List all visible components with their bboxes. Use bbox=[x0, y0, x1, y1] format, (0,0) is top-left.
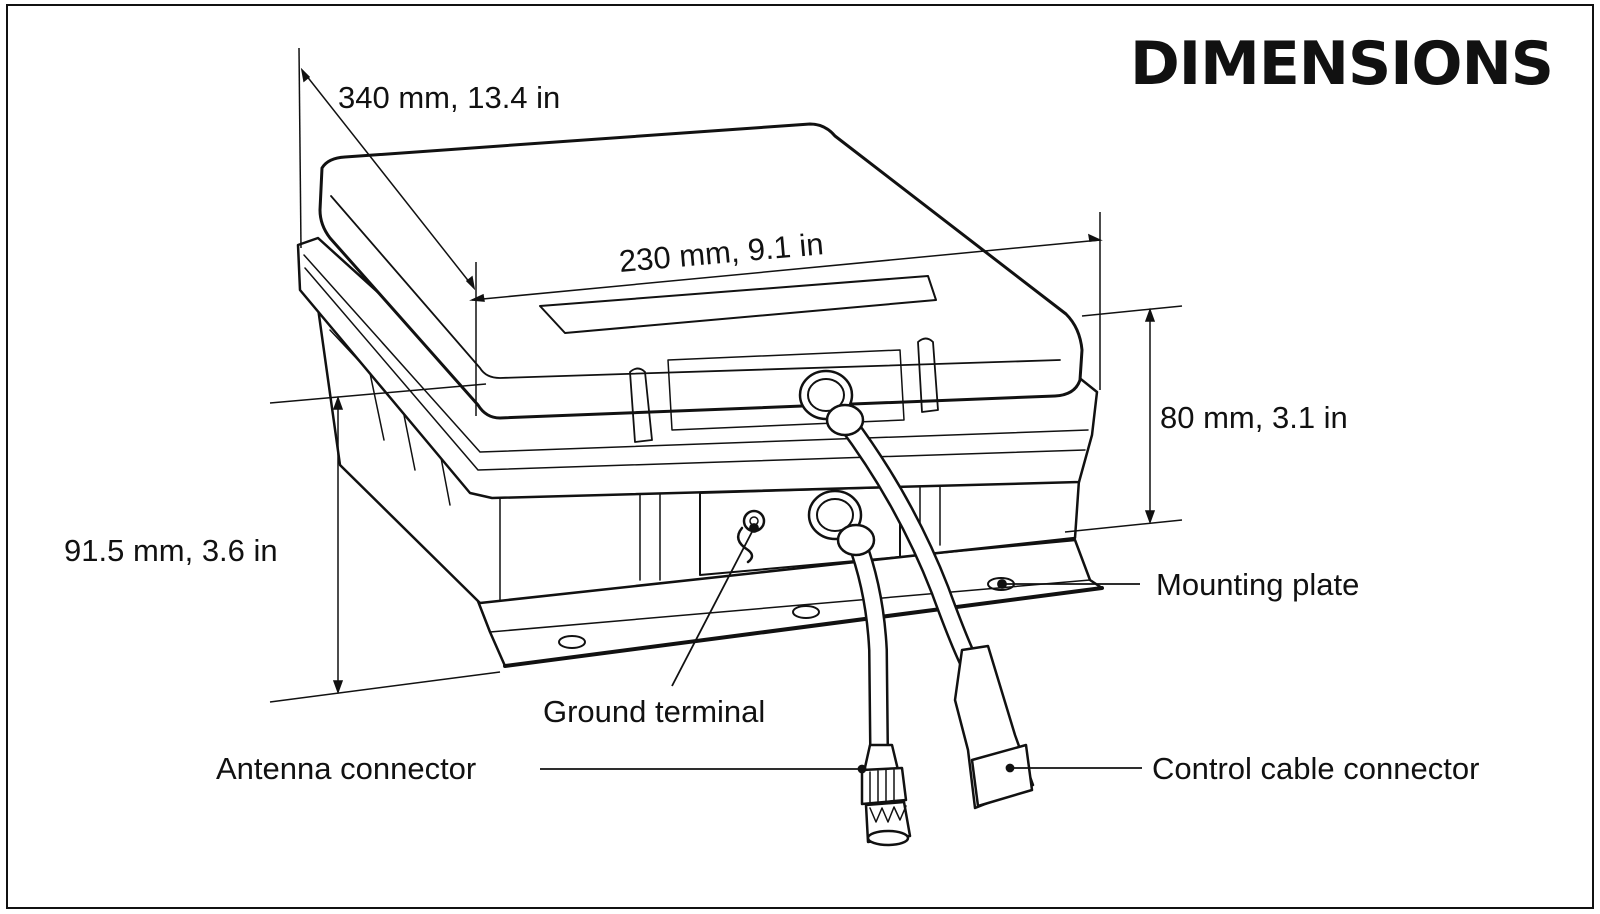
top-label-plate bbox=[539, 275, 937, 334]
control-cable-connector-label: Control cable connector bbox=[1152, 751, 1479, 786]
antenna-connector-label: Antenna connector bbox=[216, 751, 476, 786]
height-total-label: 91.5 mm, 3.6 in bbox=[64, 533, 278, 568]
antenna-cable bbox=[807, 489, 912, 847]
depth-dimension-line bbox=[301, 69, 475, 289]
figure-border bbox=[6, 4, 1594, 909]
leader-lines bbox=[540, 523, 1142, 774]
mounting-plate-label: Mounting plate bbox=[1156, 567, 1359, 602]
device-lid bbox=[318, 122, 1084, 443]
mounting-plate bbox=[474, 538, 1104, 668]
control-cable bbox=[798, 369, 1035, 810]
height-body-label: 80 mm, 3.1 in bbox=[1160, 400, 1348, 435]
diagram-title: DIMENSIONS bbox=[1130, 29, 1553, 99]
antenna-connector bbox=[860, 743, 912, 847]
ground-terminal-label: Ground terminal bbox=[543, 694, 765, 729]
ground-terminal-leader bbox=[671, 527, 755, 687]
width-dimension-line bbox=[471, 239, 1101, 301]
depth-label: 340 mm, 13.4 in bbox=[338, 80, 560, 115]
device-illustration bbox=[296, 122, 1104, 847]
dimension-lines bbox=[269, 47, 1183, 703]
